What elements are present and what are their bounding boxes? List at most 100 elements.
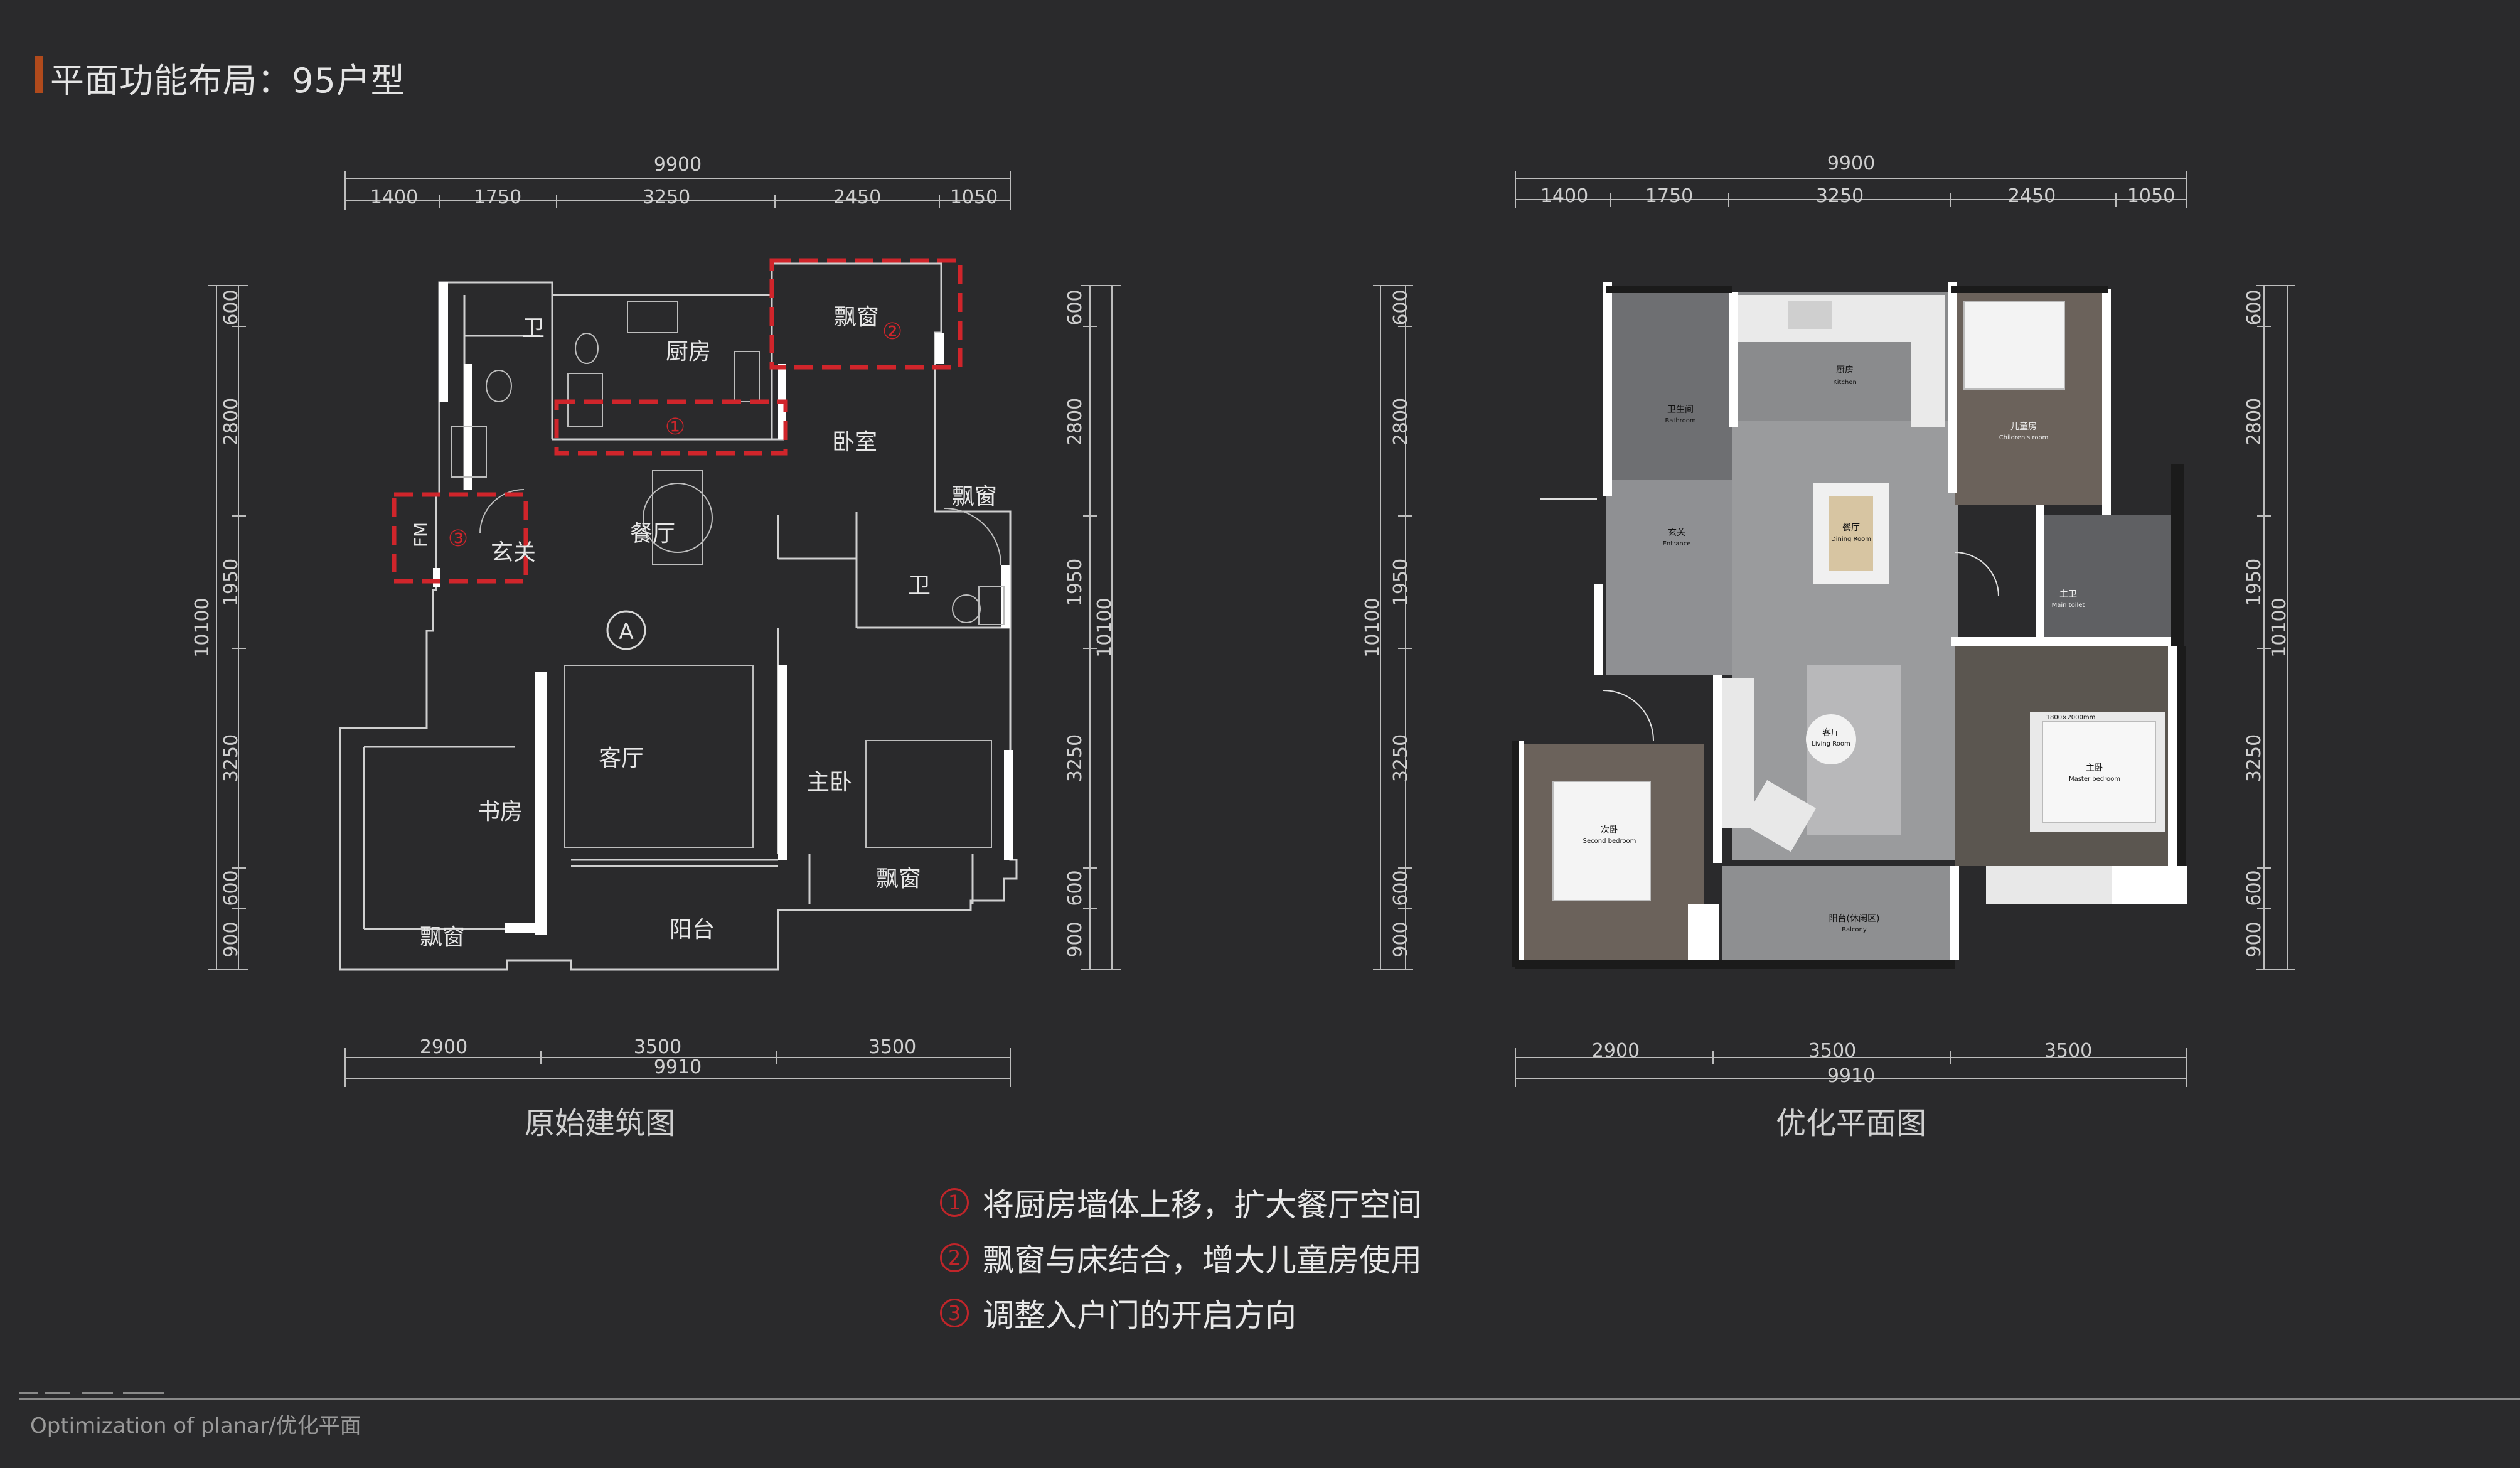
opt-room-kitchen: 厨房: [1836, 365, 1854, 375]
opt-room-master-en: Master bedroom: [2069, 776, 2120, 783]
dim-right-3: 1950: [1064, 559, 1086, 606]
room-living: 客厅: [599, 746, 644, 771]
footer-dash-4: [123, 1392, 164, 1394]
dim-right-total: 10100: [1094, 597, 1116, 657]
opt-room-bath-en: Bathroom: [1665, 417, 1695, 424]
note-3-number: 3: [940, 1299, 969, 1327]
dim-top-3: 3250: [643, 186, 690, 208]
room-master: 主卧: [807, 769, 852, 795]
room-wc-1: 卫: [522, 316, 545, 341]
room-bay-right: 飘窗: [952, 484, 997, 510]
room-bay-bottom-right: 飘窗: [876, 866, 921, 892]
opt-dim-top-3: 3250: [1816, 185, 1864, 207]
dim-right-5: 600: [1064, 870, 1086, 906]
dim-bottom-total: 9910: [654, 1056, 702, 1078]
opt-room-dining: 餐厅: [1842, 523, 1860, 533]
opt-room-child: 儿童房: [2010, 421, 2037, 432]
note-1: 1 将厨房墙体上移，扩大餐厅空间: [940, 1180, 1422, 1225]
footer-dash-1: [19, 1392, 38, 1394]
footer-dash-3: [82, 1392, 113, 1394]
opt-dim-bottom-3: 3500: [2044, 1040, 2092, 1062]
opt-dim-left-1: 600: [1390, 289, 1412, 325]
dim-left-6: 900: [220, 921, 242, 957]
opt-room-master: 主卧: [2086, 763, 2103, 773]
opt-dim-left-4: 3250: [1390, 734, 1412, 782]
opt-dim-right-3: 1950: [2243, 559, 2265, 606]
footer-label: Optimization of planar/优化平面: [30, 1413, 361, 1439]
opt-dim-top-4: 2450: [2008, 185, 2056, 207]
note-1-number: 1: [940, 1188, 969, 1217]
room-fm: FM: [410, 522, 431, 547]
opt-room-living: 客厅: [1822, 727, 1840, 738]
opt-room-entry: 玄关: [1668, 527, 1685, 538]
dim-right-4: 3250: [1064, 734, 1086, 782]
dim-left-4: 3250: [220, 734, 242, 782]
opt-room-dining-en: Dining Room: [1831, 536, 1871, 543]
opt-dim-left-3: 1950: [1390, 559, 1412, 606]
dim-left-5: 600: [220, 870, 242, 906]
opt-dim-left-5: 600: [1390, 870, 1412, 906]
dim-right-6: 900: [1064, 921, 1086, 957]
note-2: 2 飘窗与床结合，增大儿童房使用: [940, 1235, 1422, 1280]
opt-dim-top-1: 1400: [1540, 185, 1588, 207]
plan-note-marker-2: ②: [882, 319, 902, 345]
opt-dim-right-5: 600: [2243, 870, 2265, 906]
opt-room-balcony-en: Balcony: [1842, 926, 1867, 933]
room-bay-bottom-left: 飘窗: [420, 924, 465, 950]
note-1-text: 将厨房墙体上移，扩大餐厅空间: [983, 1187, 1422, 1223]
room-bay-top: 飘窗: [834, 304, 879, 330]
dim-top-4: 2450: [833, 186, 881, 208]
room-study: 书房: [478, 799, 523, 825]
opt-dim-left-6: 900: [1390, 921, 1412, 957]
footer-divider: [19, 1398, 2520, 1400]
plan-marker-a: A: [619, 619, 633, 645]
room-wc-2: 卫: [908, 573, 931, 599]
footer-dash-2: [45, 1392, 70, 1394]
dim-right-2: 2800: [1064, 398, 1086, 446]
dim-bottom-1: 2900: [420, 1036, 467, 1058]
dim-top-total: 9900: [654, 154, 702, 176]
room-kitchen: 厨房: [666, 339, 711, 365]
dim-left-2: 2800: [220, 398, 242, 446]
dim-left-total: 10100: [191, 597, 213, 657]
opt-dim-bottom-2: 3500: [1808, 1040, 1856, 1062]
note-3-text: 调整入户门的开启方向: [983, 1297, 1296, 1334]
opt-dim-right-4: 3250: [2243, 734, 2265, 782]
opt-dim-left-total: 10100: [1362, 597, 1384, 657]
room-entry: 玄关: [491, 540, 536, 565]
note-2-number: 2: [940, 1243, 969, 1272]
opt-dim-top-total: 9900: [1827, 153, 1875, 174]
opt-room-entry-en: Entrance: [1663, 540, 1691, 547]
opt-room-child-en: Children's room: [1999, 434, 2049, 441]
opt-room-master-bath-en: Main toilet: [2052, 602, 2085, 609]
dim-left-1: 600: [220, 289, 242, 325]
title-accent-bar: [35, 56, 43, 93]
opt-room-living-en: Living Room: [1812, 741, 1850, 747]
dim-bottom-3: 3500: [868, 1036, 916, 1058]
caption-original: 原始建筑图: [524, 1106, 675, 1141]
opt-dim-bottom-total: 9910: [1827, 1065, 1875, 1087]
opt-dim-right-6: 900: [2243, 921, 2265, 957]
note-3: 3 调整入户门的开启方向: [940, 1290, 1296, 1336]
page-title: 平面功能布局：95户型: [50, 61, 405, 100]
opt-room-kitchen-en: Kitchen: [1833, 379, 1857, 386]
opt-dim-right-total: 10100: [2268, 597, 2290, 657]
opt-dim-left-2: 2800: [1390, 398, 1412, 446]
opt-dim-top-2: 1750: [1645, 185, 1693, 207]
opt-dim-top-5: 1050: [2127, 185, 2175, 207]
room-balcony: 阳台: [670, 917, 715, 943]
opt-room-second-en: Second bedroom: [1583, 838, 1636, 845]
opt-room-second: 次卧: [1601, 825, 1618, 835]
plan-note-marker-1: ①: [665, 414, 685, 440]
dim-right-1: 600: [1064, 289, 1086, 325]
dim-top-5: 1050: [950, 186, 998, 208]
caption-optimized: 优化平面图: [1775, 1106, 1926, 1141]
room-dining: 餐厅: [630, 521, 675, 547]
opt-dim-right-2: 2800: [2243, 398, 2265, 446]
dim-top-1: 1400: [370, 186, 418, 208]
opt-dim-right-1: 600: [2243, 289, 2265, 325]
dim-bottom-2: 3500: [634, 1036, 681, 1058]
opt-room-bath: 卫生间: [1667, 405, 1694, 415]
